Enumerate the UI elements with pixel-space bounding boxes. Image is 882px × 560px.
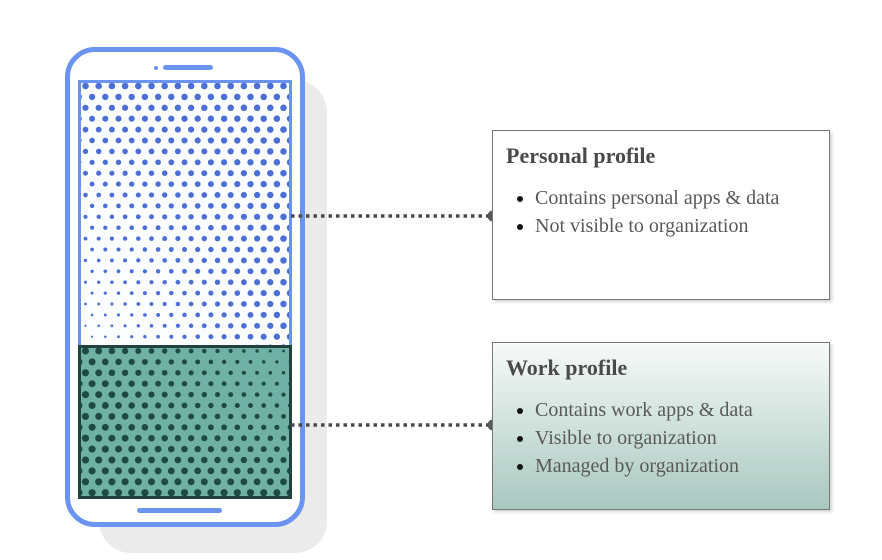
work-profile-bullet-list: Contains work apps & data Visible to org… bbox=[506, 396, 808, 480]
phone-screen bbox=[78, 80, 292, 499]
home-indicator-icon bbox=[137, 508, 222, 513]
work-profile-screen-area bbox=[78, 345, 292, 499]
personal-profile-box: Personal profile Contains personal apps … bbox=[492, 130, 830, 300]
phone-illustration bbox=[65, 47, 305, 527]
work-profile-box: Work profile Contains work apps & data V… bbox=[492, 342, 830, 510]
speaker-bar-icon bbox=[163, 65, 213, 70]
bullet-item: Not visible to organization bbox=[535, 212, 786, 240]
bullet-item: Visible to organization bbox=[535, 424, 808, 452]
bullet-item: Contains personal apps & data bbox=[535, 184, 786, 212]
work-profile-title: Work profile bbox=[506, 355, 628, 380]
bullet-item: Contains work apps & data bbox=[535, 396, 808, 424]
personal-profile-bullet-list: Contains personal apps & data Not visibl… bbox=[506, 184, 786, 240]
bullet-item: Managed by organization bbox=[535, 452, 808, 480]
personal-profile-screen-area bbox=[78, 80, 292, 345]
personal-profile-title: Personal profile bbox=[506, 143, 656, 168]
camera-dot-icon bbox=[154, 66, 158, 70]
